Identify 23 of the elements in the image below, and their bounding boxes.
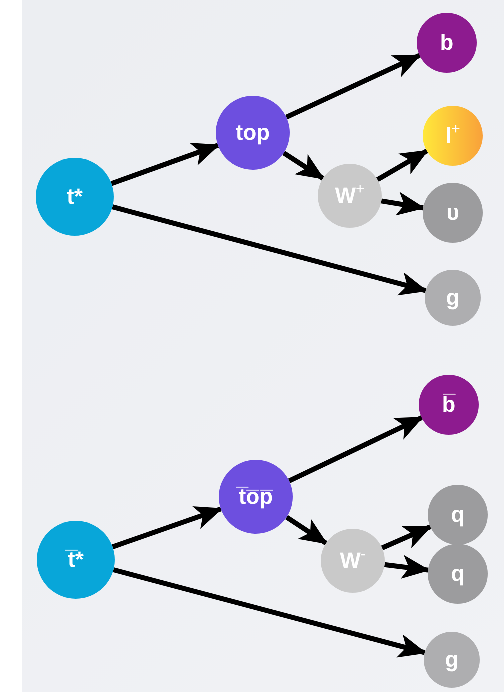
arrow [113,568,427,658]
arrow [286,53,422,120]
arrow [286,515,328,546]
arrow [282,151,325,181]
particle-label: q [451,504,465,526]
particle-label: b [440,32,454,54]
particle-label: q [451,563,465,585]
arrow [384,555,430,579]
particle-label: b̅ [442,394,456,416]
particle-label: t* [67,186,83,208]
particle-label: υ [446,202,460,224]
arrow [376,148,429,182]
particle-label: t̅o̅p̅ [238,486,274,508]
particle-label: l$^{+}$ [446,125,460,147]
particle-label: g [445,649,459,671]
arrow [381,524,432,550]
particle-label: g [446,287,460,309]
arrow [288,416,424,484]
arrow [112,506,223,550]
arrow [112,204,428,296]
arrow [110,143,220,186]
arrow [381,192,426,216]
particle-label: top [236,122,270,144]
